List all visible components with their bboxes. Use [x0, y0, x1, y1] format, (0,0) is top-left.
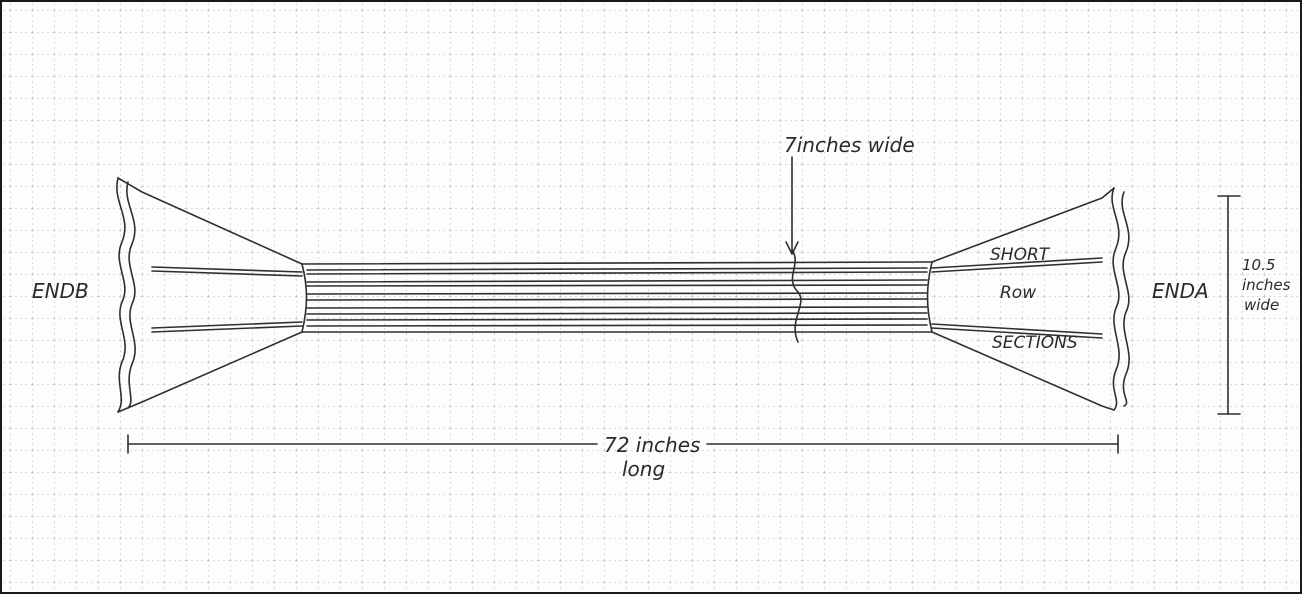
- end-width-label-1: 10.5: [1242, 256, 1275, 274]
- sections-label: SECTIONS: [992, 333, 1078, 353]
- end-width-dimension: [1217, 195, 1241, 415]
- end-a-flare: [931, 187, 1130, 411]
- overall-length-label-2: long: [622, 457, 665, 481]
- end-b-label: ENDB: [32, 279, 89, 303]
- center-width-label: 7inches wide: [784, 133, 915, 157]
- row-label: Row: [1000, 283, 1036, 303]
- overall-length-label: 72 inches: [604, 433, 700, 457]
- end-width-label-3: wide: [1244, 296, 1279, 314]
- short-label: SHORT: [990, 245, 1051, 265]
- center-width-arrow: [785, 156, 799, 255]
- center-panel: [301, 249, 933, 343]
- overall-length-dimension: [127, 434, 1119, 454]
- end-a-label: ENDA: [1152, 279, 1209, 303]
- end-width-label-2: inches: [1242, 276, 1291, 294]
- end-b-flare: [116, 177, 303, 413]
